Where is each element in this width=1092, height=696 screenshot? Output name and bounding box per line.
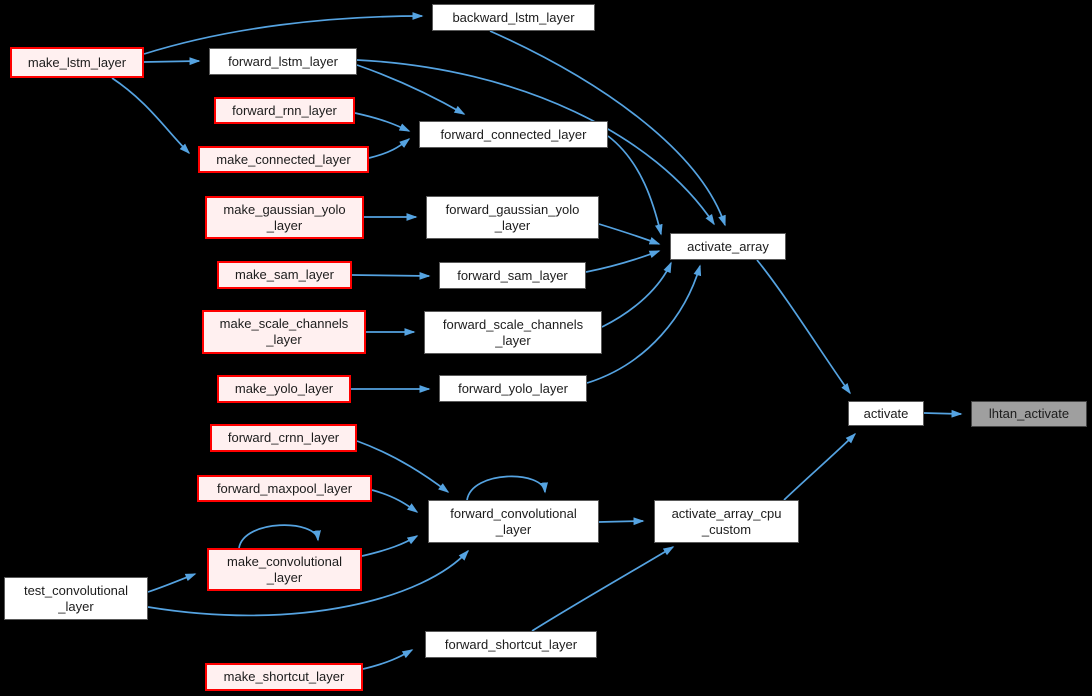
edge-forward_crnn_layer-to-forward_convolutional_layer (356, 440, 450, 493)
node-forward_crnn_layer[interactable]: forward_crnn_layer (210, 424, 357, 452)
edge-forward_gaussian_yolo_layer-to-activate_array (598, 223, 661, 245)
node-make_shortcut_layer[interactable]: make_shortcut_layer (205, 663, 363, 691)
node-backward_lstm_layer[interactable]: backward_lstm_layer (432, 4, 595, 31)
edge-activate_array-to-activate (756, 259, 851, 395)
node-make_gaussian_yolo_layer[interactable]: make_gaussian_yolo _layer (205, 196, 364, 239)
edge-make_sam_layer-to-forward_sam_layer (351, 271, 431, 280)
edge-make_convolutional_layer-to-forward_convolutional_layer (361, 535, 419, 557)
edge-forward_shortcut_layer-to-activate_array_cpu_custom (531, 546, 675, 632)
node-make_sam_layer[interactable]: make_sam_layer (217, 261, 352, 289)
node-make_convolutional_layer[interactable]: make_convolutional _layer (207, 548, 362, 591)
node-forward_lstm_layer[interactable]: forward_lstm_layer (209, 48, 357, 75)
node-forward_maxpool_layer[interactable]: forward_maxpool_layer (197, 475, 372, 502)
edge-forward_sam_layer-to-activate_array (585, 250, 661, 273)
edge-backward_lstm_layer-to-activate_array (489, 30, 726, 227)
node-forward_yolo_layer[interactable]: forward_yolo_layer (439, 375, 587, 402)
node-forward_scale_channels_layer[interactable]: forward_scale_channels _layer (424, 311, 602, 354)
node-forward_convolutional_layer[interactable]: forward_convolutional _layer (428, 500, 599, 543)
edge-forward_convolutional_layer-self-loop (466, 475, 548, 501)
edge-make_convolutional_layer-self-loop (238, 524, 321, 549)
edge-make_lstm_layer-to-backward_lstm_layer (143, 12, 424, 55)
node-forward_shortcut_layer[interactable]: forward_shortcut_layer (425, 631, 597, 658)
node-forward_sam_layer[interactable]: forward_sam_layer (439, 262, 586, 289)
node-activate_array_cpu_custom[interactable]: activate_array_cpu _custom (654, 500, 799, 543)
edge-activate-to-lhtan_activate (923, 409, 963, 418)
edge-make_lstm_layer-to-forward_lstm_layer (143, 57, 201, 66)
edge-forward_lstm_layer-to-activate_array (356, 59, 715, 226)
edge-forward_convolutional_layer-to-activate_array_cpu_custom (598, 517, 645, 526)
node-lhtan_activate[interactable]: lhtan_activate (971, 401, 1087, 427)
node-test_convolutional_layer[interactable]: test_convolutional _layer (4, 577, 148, 620)
edge-test_convolutional_layer-to-forward_convolutional_layer (147, 549, 470, 617)
edge-make_lstm_layer-to-make_connected_layer (111, 77, 191, 155)
node-make_connected_layer[interactable]: make_connected_layer (198, 146, 369, 173)
node-activate_array[interactable]: activate_array (670, 233, 786, 260)
node-forward_rnn_layer[interactable]: forward_rnn_layer (214, 97, 355, 124)
edge-make_connected_layer-to-forward_connected_layer (368, 138, 411, 159)
node-make_scale_channels_layer[interactable]: make_scale_channels _layer (202, 310, 366, 354)
edge-forward_maxpool_layer-to-forward_convolutional_layer (371, 489, 419, 513)
edge-activate_array_cpu_custom-to-activate (783, 432, 857, 501)
edge-forward_lstm_layer-to-forward_connected_layer (356, 64, 466, 115)
node-make_yolo_layer[interactable]: make_yolo_layer (217, 375, 351, 403)
edge-test_convolutional_layer-to-make_convolutional_layer (147, 573, 197, 593)
node-activate[interactable]: activate (848, 401, 924, 426)
edge-forward_yolo_layer-to-activate_array (586, 264, 702, 384)
edge-make_shortcut_layer-to-forward_shortcut_layer (362, 649, 414, 670)
edge-forward_scale_channels_layer-to-activate_array (601, 261, 672, 328)
edge-forward_connected_layer-to-activate_array (607, 135, 663, 236)
node-make_lstm_layer[interactable]: make_lstm_layer (10, 47, 144, 78)
edge-forward_rnn_layer-to-forward_connected_layer (354, 112, 411, 132)
node-forward_gaussian_yolo_layer[interactable]: forward_gaussian_yolo _layer (426, 196, 599, 239)
node-forward_connected_layer[interactable]: forward_connected_layer (419, 121, 608, 148)
